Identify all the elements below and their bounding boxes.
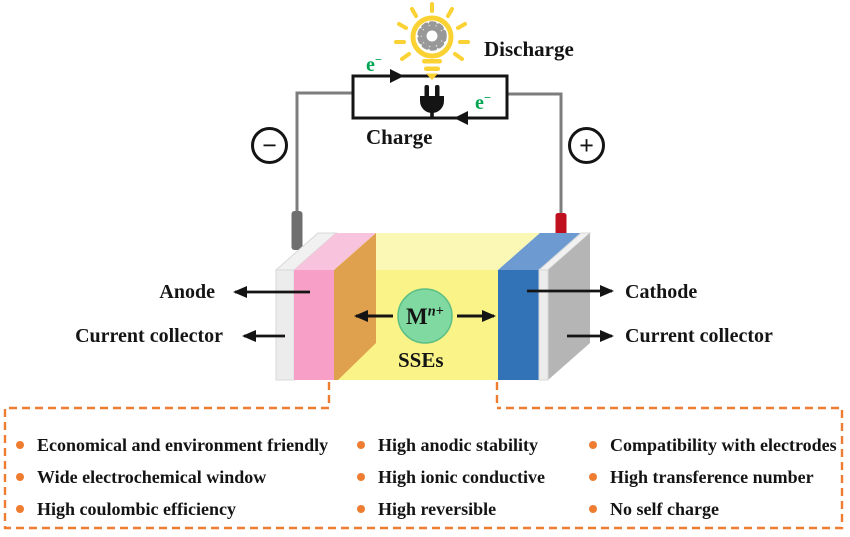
positive-wire (507, 92, 563, 213)
feature-item: High transference number (589, 461, 837, 493)
bullet-icon (16, 441, 24, 449)
electron-flow-arrow-bottom (454, 111, 468, 125)
positive-polarity-badge: + (568, 127, 605, 164)
bullet-icon (357, 441, 365, 449)
plug-icon (420, 85, 444, 118)
feature-item: Compatibility with electrodes (589, 429, 837, 461)
feature-item: High ionic conductive (357, 461, 545, 493)
collector-right-side-face (548, 233, 590, 380)
feature-item: High coulombic efficiency (16, 493, 328, 525)
feature-item: High reversible (357, 493, 545, 525)
anode-collector-label: Current collector (75, 325, 223, 347)
discharge-label: Discharge (484, 37, 574, 61)
anode-top-face (294, 233, 376, 270)
cathode-collector-label: Current collector (625, 325, 773, 347)
anode-label: Anode (159, 281, 215, 303)
bullet-icon (357, 505, 365, 513)
feature-item: No self charge (589, 493, 837, 525)
cathode-label: Cathode (625, 281, 698, 303)
bullet-icon (16, 505, 24, 513)
current-collector-left (275, 269, 295, 381)
feature-item: High anodic stability (357, 429, 545, 461)
electron-flow-arrow-top (390, 69, 404, 83)
anode-layer (294, 270, 334, 380)
electrolyte-side-face (334, 233, 376, 380)
current-collector-right (538, 269, 549, 381)
electron-label-top: e− (366, 52, 382, 76)
electron-label-bottom: e− (475, 90, 491, 114)
negative-terminal (291, 211, 303, 250)
plus-icon: + (579, 130, 594, 160)
feature-item: Wide electrochemical window (16, 461, 328, 493)
negative-polarity-badge: − (251, 127, 288, 164)
features-column-stability: High anodic stability High ionic conduct… (357, 429, 545, 525)
cathode-top-face (498, 233, 581, 270)
negative-wire (295, 91, 353, 212)
charge-label: Charge (366, 125, 433, 149)
features-column-electrolyte-general: Economical and environment friendly Wide… (16, 429, 328, 525)
electrolyte-top-face (334, 233, 540, 270)
bullet-icon (357, 473, 365, 481)
metal-ion-circle (397, 288, 453, 344)
gear-icon (417, 21, 447, 51)
cathode-layer (498, 270, 539, 380)
bullet-icon (589, 473, 597, 481)
features-box-border (3, 382, 844, 530)
light-bulb-icon (394, 2, 470, 80)
metal-ion-label: Mn+ (406, 303, 444, 329)
electrolyte-label: SSEs (398, 348, 444, 372)
minus-icon: − (262, 130, 277, 160)
bullet-icon (589, 441, 597, 449)
bullet-icon (16, 473, 24, 481)
feature-item: Economical and environment friendly (16, 429, 328, 461)
features-column-compatibility: Compatibility with electrodes High trans… (589, 429, 837, 525)
bullet-icon (589, 505, 597, 513)
